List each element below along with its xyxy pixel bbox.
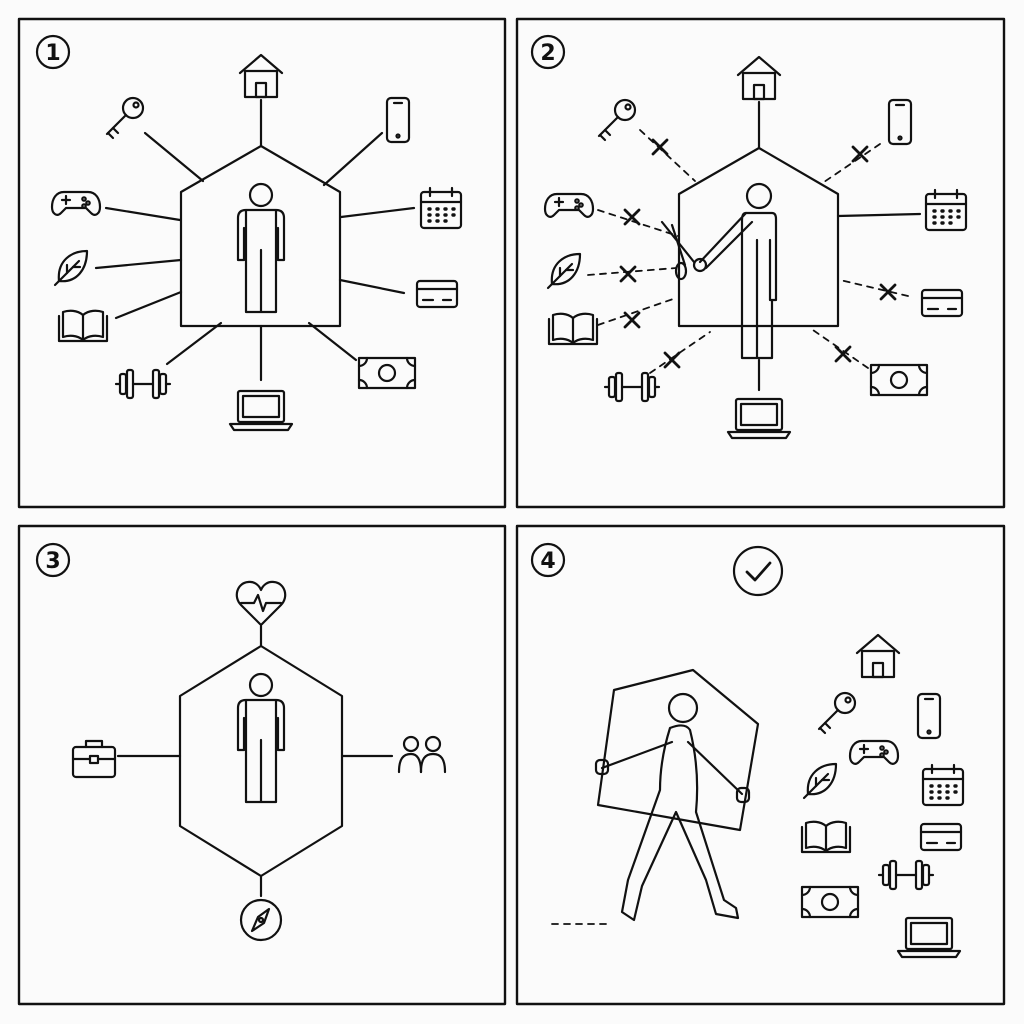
house-icon [736, 55, 782, 101]
money-icon [357, 356, 417, 390]
panel-2: 2 [515, 17, 1006, 509]
laptop-icon [228, 389, 294, 432]
compass-icon [239, 898, 283, 942]
game-controller-icon [848, 739, 900, 765]
phone-icon [385, 96, 411, 144]
phone-icon [916, 692, 942, 740]
panel-1: 1 [17, 17, 507, 509]
step-number-3: 3 [45, 549, 60, 574]
calendar-icon [921, 763, 965, 807]
book-icon [547, 312, 599, 346]
step-number-1: 1 [45, 41, 60, 66]
cut-connections [587, 129, 909, 374]
leaf-icon [546, 252, 582, 290]
dumbbell-icon [114, 368, 172, 400]
house-icon [238, 53, 284, 99]
kept-connections [757, 100, 922, 392]
credit-card-icon [415, 279, 459, 309]
money-icon [869, 363, 929, 397]
person-cutting [698, 182, 778, 360]
key-icon [105, 96, 145, 140]
panel-4: 4 [515, 524, 1006, 1006]
key-icon [817, 691, 857, 735]
person-figure [236, 182, 286, 314]
connection-lines [94, 98, 416, 382]
laptop-icon [726, 397, 792, 440]
money-icon [800, 885, 860, 919]
briefcase-icon [71, 739, 117, 779]
leaf-icon [802, 762, 838, 800]
step-number-4: 4 [540, 549, 555, 574]
book-icon [800, 820, 852, 854]
step-badge-1 [35, 34, 71, 70]
connection-lines [116, 624, 394, 898]
hexagon-outline [178, 644, 344, 878]
leaf-icon [53, 249, 89, 287]
step-badge-2 [530, 34, 566, 70]
step-badge-3 [35, 542, 71, 578]
panel-3: 3 [17, 524, 507, 1006]
game-controller-icon [543, 192, 595, 218]
dumbbell-icon [877, 859, 935, 891]
key-icon [597, 98, 637, 142]
game-controller-icon [50, 190, 102, 216]
step-badge-4 [530, 542, 566, 578]
credit-card-icon [920, 288, 964, 318]
book-icon [57, 309, 109, 343]
dumbbell-icon [603, 371, 661, 403]
people-icon [397, 735, 447, 774]
house-icon [855, 633, 901, 679]
calendar-icon [419, 186, 463, 230]
carried-house [596, 668, 760, 832]
laptop-icon [896, 916, 962, 959]
step-number-2: 2 [540, 41, 555, 66]
person-walking [594, 692, 751, 922]
house-outline [677, 146, 840, 328]
person-figure [236, 672, 286, 804]
calendar-icon [924, 188, 968, 232]
heart-pulse-icon [235, 580, 287, 627]
credit-card-icon [919, 822, 963, 852]
house-outline [179, 144, 342, 328]
scissors-icon [660, 220, 708, 281]
check-circle-icon [732, 545, 784, 597]
phone-icon [887, 98, 913, 146]
